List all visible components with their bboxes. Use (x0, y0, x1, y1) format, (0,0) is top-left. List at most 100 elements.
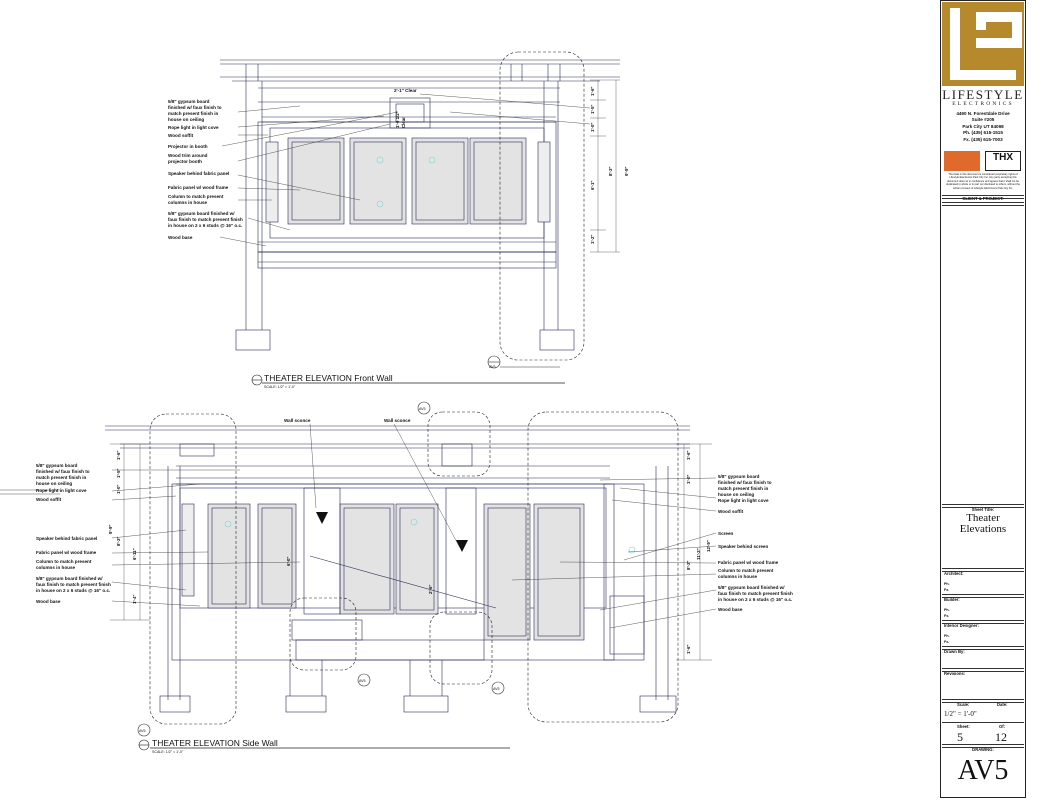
detail-tag: AV5 (493, 687, 500, 691)
dimension: 6'-11" (132, 548, 137, 560)
dimension: 8'-3" (116, 537, 121, 546)
scale-value: 1/2" = 1'-0" (944, 710, 977, 718)
callout: Wall sconce (384, 418, 411, 423)
detail-tag: AV5 (359, 679, 366, 683)
callout: Wood soffit (718, 509, 744, 514)
callout: finished w/ faux finish to (168, 105, 222, 110)
logo-mark-icon (950, 8, 1022, 80)
company-subtitle: ELECTRONICS (952, 101, 1014, 107)
dimension: 1'-6" (686, 645, 691, 654)
callout: Wood base (168, 235, 193, 240)
callout: match present finish in (168, 111, 218, 116)
detail-tag: AV5 (489, 365, 496, 369)
callout: columns in house (168, 200, 207, 205)
dimension: 8'-3" (686, 561, 691, 570)
booth-clear-dimension: Clear (401, 117, 406, 128)
callout: Rope light in light cove (718, 498, 769, 503)
interior-designer-label: Interior Designer: (944, 623, 979, 628)
drawing-label: DRAWING: (972, 747, 994, 752)
builder-label: Builder: (944, 597, 960, 602)
callout: Rope light in light cove (36, 488, 87, 493)
dimension: 1'-5" (590, 105, 595, 114)
dimension: 11'-3" (696, 548, 701, 560)
sheet-title-label: Sheet Title: (971, 507, 995, 512)
callout: Speaker behind fabric panel (168, 171, 229, 176)
callout: Wood trim around (168, 153, 208, 158)
side-wall-callouts: Wall sconce Wall sconce 5/8" gypsum boar… (36, 407, 793, 754)
front-wall-title: THEATER ELEVATION Front Wall (264, 373, 393, 383)
title-block: LIFESTYLE ELECTRONICS 4490 N. Forestdale… (940, 0, 1026, 798)
company-address: 4490 N. Forestdale Drive Suite #205 Park… (956, 111, 1010, 142)
company-logo (942, 2, 1024, 86)
callout: finished w/ faux finish to (718, 480, 772, 485)
drawing-id: AV5 (957, 755, 1009, 786)
architect-label: Architect: (944, 571, 964, 576)
company-name: LIFESTYLE (942, 87, 1024, 102)
callout: in house on 2 x 6 studs @ 16" o.c. (718, 597, 792, 602)
callout: columns in house (718, 574, 757, 579)
callout: Column to match present (36, 559, 92, 564)
callout: Speaker behind fabric panel (36, 536, 97, 541)
dimension: 9'-9" (108, 525, 113, 534)
side-wall-elevation (0, 401, 717, 751)
elevation-drawings: 5/8" gypsum board finished w/ faux finis… (0, 51, 793, 754)
callout: Wall sconce (284, 418, 311, 423)
dimension: 1'-6" (686, 451, 691, 460)
callout: 5/8" gypsum board finished w/ (168, 211, 235, 216)
callout: Screen (718, 531, 734, 536)
sheet-title: Theater Elevations (959, 512, 1007, 535)
callout: 5/8" gypsum board finished w/ (718, 585, 785, 590)
callout: Wood base (718, 607, 743, 612)
of-label: Of: (999, 724, 1006, 729)
drawn-by-label: Drawn By: (944, 649, 965, 654)
front-wall-callouts: 5/8" gypsum board finished w/ faux finis… (168, 87, 629, 389)
callout: in house on 2 x 6 studs @ 16" o.c. (168, 223, 242, 228)
callout: Fabric panel w/ wood frame (718, 560, 779, 565)
callout: faux finish to match present finish (168, 217, 243, 222)
dimension: 1'-0" (116, 485, 121, 494)
front-wall-scale: SCALE: 1/2" = 1'-0" (264, 385, 296, 389)
callout: finished w/ faux finish to (36, 469, 90, 474)
clear-dimension: 2'-1" Clear (394, 88, 417, 93)
callout: house on ceiling (718, 492, 754, 497)
sheet-total: 12 (995, 730, 1007, 744)
callout: Fabric panel w/ wood frame (36, 550, 97, 555)
dimension: 6'-0" (286, 557, 291, 566)
dimension: 6'-1" (590, 181, 595, 190)
dimension: 1'-0" (686, 475, 691, 484)
revisions-label: Revisions: (944, 671, 966, 676)
dimension: 12'-9" (706, 540, 711, 552)
callout: house on ceiling (36, 481, 72, 486)
callout: Speaker behind screen (718, 544, 768, 549)
callout: 5/8" gypsum board finished w/ (36, 576, 103, 581)
date-label: Date: (997, 702, 1008, 707)
callout: faux finish to match present finish (718, 591, 793, 596)
dimension: 9'-9" (624, 167, 629, 176)
dimension: 1'-6" (116, 451, 121, 460)
detail-tag: AV5 (139, 729, 146, 733)
callout: Column to match present (168, 194, 224, 199)
side-wall-scale: SCALE: 1/2" = 1'-0" (152, 750, 184, 754)
callout: match present finish in (718, 486, 768, 491)
thx-badge: THX (985, 151, 1021, 171)
dimension: 2'-6" (428, 585, 433, 594)
detail-tag: AV5 (419, 407, 426, 411)
callout: 5/8" gypsum board (36, 463, 78, 468)
sheet-number: 5 (957, 730, 963, 744)
dimension: 1'-2" (590, 235, 595, 244)
callout: house on ceiling (168, 117, 204, 122)
callout: Column to match present (718, 568, 774, 573)
callout: Wood soffit (36, 497, 62, 502)
callout: faux finish to match present finish (36, 582, 111, 587)
callout: columns in house (36, 565, 75, 570)
sheet-label: Sheet: (957, 724, 970, 729)
callout: match present finish in (36, 475, 86, 480)
callout: projector booth (168, 159, 202, 164)
dimension: 1'-5" (116, 469, 121, 478)
side-wall-title: THEATER ELEVATION Side Wall (152, 738, 278, 748)
callout: Fabric panel w/ wood frame (168, 185, 229, 190)
callout: Projector in booth (168, 144, 208, 149)
scale-label: Scale: (957, 702, 970, 707)
front-wall-elevation (219, 51, 620, 386)
callout: 5/8" gypsum board (168, 99, 210, 104)
